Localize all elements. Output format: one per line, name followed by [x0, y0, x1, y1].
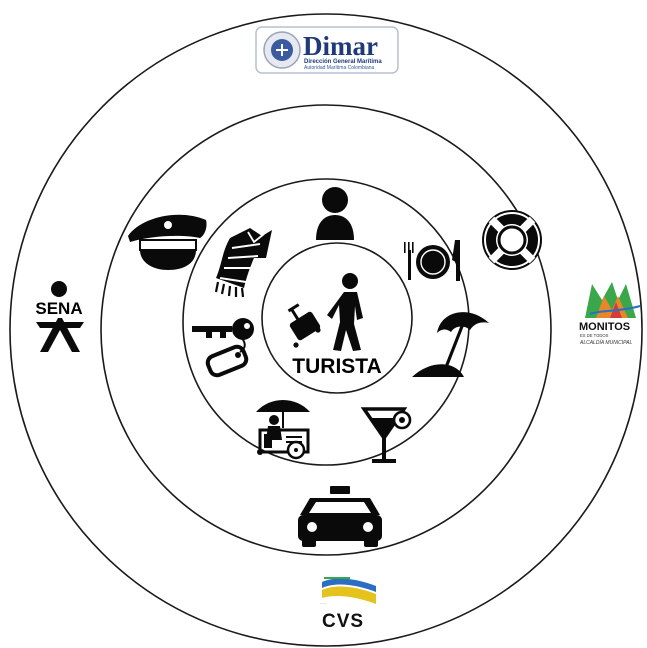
poncho-icon	[214, 228, 272, 298]
outer-ring	[9, 13, 643, 647]
traveler-luggage-icon	[287, 273, 363, 351]
monitos-subtitle-2: ALCALDÍA MUNICIPAL	[579, 339, 632, 346]
dimar-subtitle: Dirección General Marítima	[304, 59, 382, 65]
police-cap-icon	[128, 214, 207, 270]
center-label: TURISTA	[292, 355, 381, 378]
taxi-icon	[298, 486, 382, 547]
plate-cutlery-icon	[404, 240, 460, 281]
sena-logo-text: SENA	[35, 299, 82, 318]
dimar-logo-text: Dimar	[303, 31, 378, 61]
keys-icon	[192, 318, 254, 378]
cvs-logo-text: CVS	[322, 611, 364, 632]
food-cart-icon	[256, 400, 310, 460]
monitos-subtitle: ES DE TODOS	[580, 333, 609, 338]
beach-umbrella-icon	[412, 312, 489, 377]
cocktail-icon	[360, 407, 412, 463]
person-icon	[316, 187, 354, 240]
lifebuoy-icon	[482, 210, 542, 270]
center-ring	[261, 242, 413, 394]
middle-ring	[100, 104, 552, 556]
cvs-fineprint: .......	[320, 601, 327, 605]
monitos-logo-text: MONITOS	[579, 321, 630, 333]
dimar-logo: Dimar Dirección General Marítima Autorid…	[255, 26, 399, 74]
monitos-logo: MONITOS ES DE TODOS ALCALDÍA MUNICIPAL	[579, 282, 641, 346]
cvs-logo: ....... CVS	[320, 577, 376, 632]
dimar-subtitle-2: Autoridad Marítima Colombiana	[304, 65, 375, 71]
sena-logo: SENA	[35, 281, 84, 352]
